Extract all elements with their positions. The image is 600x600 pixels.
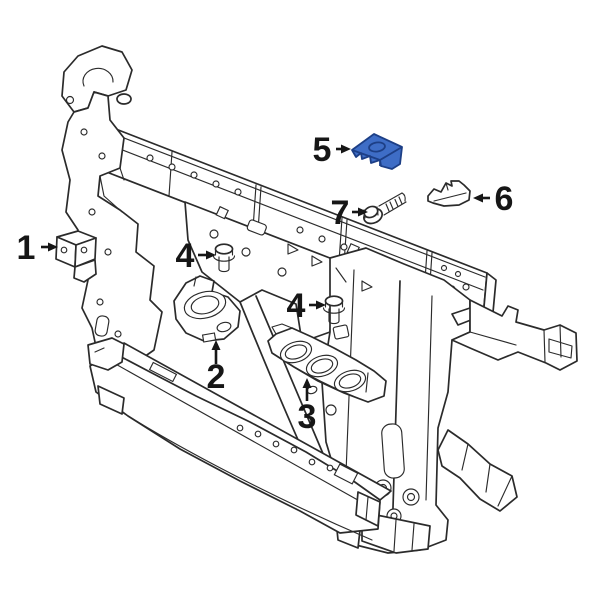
callout-6-arrowhead <box>473 193 483 203</box>
part-4-bolt-upper[interactable] <box>212 243 236 273</box>
callout-6-label[interactable]: 6 <box>495 180 514 218</box>
callout-4a-label[interactable]: 4 <box>176 237 195 275</box>
callout-1-label[interactable]: 1 <box>17 229 36 267</box>
part-5-bracket-highlighted[interactable] <box>351 133 403 170</box>
callout-1-arrowhead <box>48 242 58 252</box>
part-3-lower-plate[interactable] <box>267 323 387 403</box>
callout-3[interactable]: 3 <box>298 378 317 436</box>
callout-1[interactable]: 1 <box>17 229 58 267</box>
callout-5-arrowhead <box>341 144 351 154</box>
callout-4-upper[interactable]: 4 <box>176 237 216 275</box>
callout-7[interactable]: 7 <box>331 194 368 232</box>
part-2-mount-bracket[interactable] <box>173 275 241 343</box>
callout-4-lower[interactable]: 4 <box>287 287 326 325</box>
callout-3-label[interactable]: 3 <box>298 398 317 436</box>
callout-2-arrowhead <box>211 340 221 350</box>
callout-4a-arrowhead <box>206 250 216 260</box>
callout-7-arrowhead <box>358 207 368 217</box>
callout-7-label[interactable]: 7 <box>331 194 350 232</box>
panel-left-wing <box>184 201 336 463</box>
left-side-member <box>61 45 163 369</box>
callout-5[interactable]: 5 <box>313 131 351 169</box>
callout-2-label[interactable]: 2 <box>207 358 226 396</box>
right-mount-arm <box>451 299 578 371</box>
callout-5-label[interactable]: 5 <box>313 131 332 169</box>
part-1-side-bracket[interactable] <box>55 230 97 283</box>
part-4-bolt-lower[interactable] <box>322 295 346 325</box>
callout-6[interactable]: 6 <box>473 180 513 218</box>
callout-4b-label[interactable]: 4 <box>287 287 306 325</box>
lower-crossmember <box>87 337 392 541</box>
lower-right-arm <box>437 429 518 512</box>
callout-4b-arrowhead <box>316 300 326 310</box>
callout-2[interactable]: 2 <box>207 340 226 396</box>
part-7-screw[interactable] <box>361 192 407 226</box>
part-6-clip-bracket[interactable] <box>427 180 471 207</box>
callout-3-arrowhead <box>302 378 312 388</box>
